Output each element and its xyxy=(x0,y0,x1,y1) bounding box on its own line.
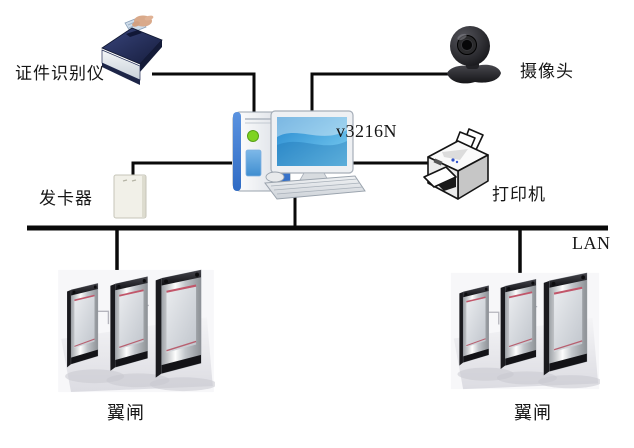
printer-icon xyxy=(423,128,489,200)
flap-barrier-right-icon xyxy=(450,264,600,398)
label-gate-left: 翼闸 xyxy=(107,403,145,423)
connector-scanner-to-computer xyxy=(152,72,256,118)
card-dispenser-icon xyxy=(113,174,147,219)
label-printer: 打印机 xyxy=(492,185,546,204)
label-gate-right: 翼闸 xyxy=(514,403,552,423)
label-lan: LAN xyxy=(572,233,611,253)
id-scanner-icon xyxy=(101,15,163,85)
label-computer-model: v3216N xyxy=(336,121,397,141)
connector-dispenser-to-computer xyxy=(131,161,232,178)
connector-camera-to-computer xyxy=(310,72,452,118)
webcam-icon xyxy=(447,26,501,84)
flap-barrier-left-icon xyxy=(57,266,215,396)
label-camera: 摄像头 xyxy=(520,62,574,81)
desktop-computer-icon xyxy=(232,110,366,200)
label-card-dispenser: 发卡器 xyxy=(39,189,93,208)
label-id-scanner: 证件识别仪 xyxy=(15,64,105,83)
